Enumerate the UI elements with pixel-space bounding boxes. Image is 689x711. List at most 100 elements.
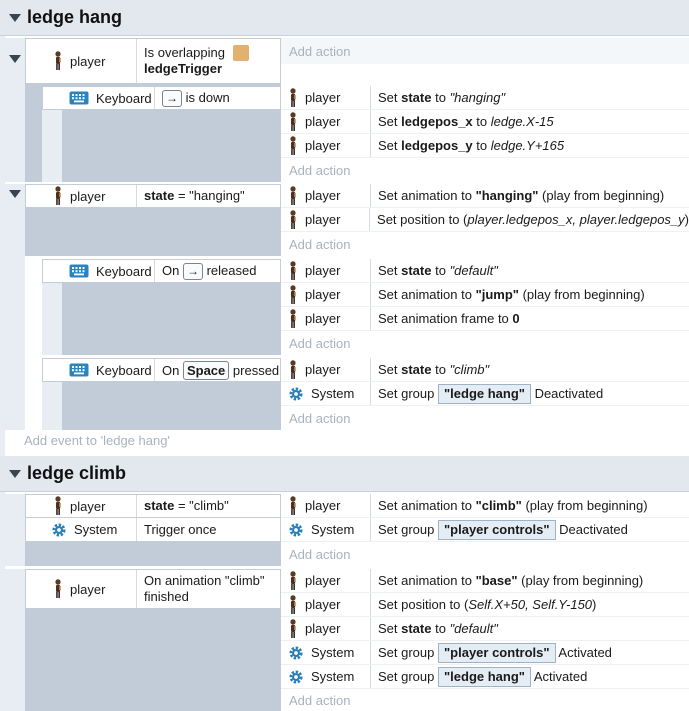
key-right-arrow: → — [162, 89, 182, 107]
keyboard-icon — [69, 363, 89, 377]
collapse-triangle-icon[interactable] — [9, 469, 21, 478]
event-gutter — [5, 569, 25, 711]
condition-row[interactable]: player state = "hanging" — [25, 184, 281, 208]
action-row[interactable]: player Set animation to "hanging" (play … — [281, 184, 689, 208]
action-object: System — [281, 382, 371, 405]
condition-text: On → released — [162, 262, 257, 280]
action-object: player — [281, 86, 371, 109]
condition-object: player — [26, 39, 137, 83]
add-action-link[interactable]: Add action — [289, 162, 351, 178]
condition-row[interactable]: player Is overlapping ledgeTrigger — [25, 38, 281, 84]
gear-icon — [288, 645, 304, 661]
action-row[interactable]: System Set group "ledge hang" Activated — [281, 665, 689, 689]
action-text: Set ledgepos_x to ledge.X-15 — [378, 114, 554, 129]
action-text: Set animation to "climb" (play from begi… — [378, 498, 648, 513]
action-row[interactable]: player Set ledgepos_y to ledge.Y+165 — [281, 134, 689, 158]
action-text: Set state to "default" — [378, 263, 498, 278]
condition-text: state = "climb" — [144, 498, 229, 513]
condition-row[interactable]: System Trigger once — [25, 518, 281, 542]
event-gutter — [5, 38, 25, 182]
player-icon — [288, 186, 298, 206]
player-icon — [288, 496, 298, 516]
condition-object: Keyboard — [43, 260, 155, 282]
action-text: Set state to "default" — [378, 621, 498, 636]
action-object: System — [281, 641, 371, 664]
action-text: Set position to (player.ledgepos_x, play… — [377, 212, 689, 227]
action-text: Set ledgepos_y to ledge.Y+165 — [378, 138, 565, 153]
condition-object: System — [26, 518, 137, 541]
group-header-ledge-hang[interactable]: ledge hang — [0, 0, 689, 36]
action-row[interactable]: player Set state to "default" — [281, 617, 689, 641]
action-text: Set group "player controls" Activated — [371, 642, 612, 663]
add-action-link[interactable]: Add action — [289, 410, 351, 426]
action-object: player — [281, 358, 371, 381]
action-object: player — [281, 494, 371, 517]
player-icon — [288, 136, 298, 156]
condition-row[interactable]: Keyboard → is down — [42, 86, 281, 110]
action-row[interactable]: System Set group "player controls" Deact… — [281, 518, 689, 542]
condition-row[interactable]: player state = "climb" — [25, 494, 281, 518]
player-icon — [288, 112, 298, 132]
action-row[interactable]: player Set state to "hanging" — [281, 86, 689, 110]
action-text: Set animation frame to 0 — [378, 311, 520, 326]
action-object: System — [281, 665, 371, 688]
action-text: Set animation to "hanging" (play from be… — [378, 188, 665, 203]
player-icon — [288, 261, 298, 281]
condition-object: Keyboard — [43, 359, 155, 381]
subevent-gutter — [42, 86, 62, 182]
condition-object: Keyboard — [43, 87, 155, 109]
condition-object: player — [26, 570, 137, 608]
player-icon — [288, 285, 298, 305]
group-header-ledge-climb[interactable]: ledge climb — [0, 456, 689, 492]
add-action-link[interactable]: Add action — [289, 335, 351, 351]
action-text: Set group "player controls" Deactivated — [371, 519, 628, 540]
gear-icon — [288, 386, 304, 402]
collapse-triangle-icon[interactable] — [9, 190, 21, 198]
action-text: Set group "ledge hang" Deactivated — [371, 383, 603, 404]
condition-text: Trigger once — [144, 521, 217, 537]
action-text: Set animation to "jump" (play from begin… — [378, 287, 645, 302]
action-row[interactable]: player Set animation frame to 0 — [281, 307, 689, 331]
add-event-link[interactable]: Add event to 'ledge hang' — [24, 433, 170, 448]
player-icon — [288, 619, 298, 639]
action-row[interactable]: player Set position to (Self.X+50, Self.… — [281, 593, 689, 617]
action-row[interactable]: player Set position to (player.ledgepos_… — [281, 208, 689, 232]
condition-row[interactable]: Keyboard On Space pressed — [42, 358, 281, 382]
group-name-pill: "player controls" — [438, 519, 556, 540]
action-object: player — [281, 307, 371, 330]
action-row[interactable]: player Set state to "default" — [281, 259, 689, 283]
player-icon — [53, 51, 63, 71]
group-gutter — [0, 492, 5, 711]
gear-icon — [51, 522, 67, 538]
action-row[interactable]: player Set animation to "base" (play fro… — [281, 569, 689, 593]
action-object: player — [281, 283, 371, 306]
action-row[interactable]: System Set group "player controls" Activ… — [281, 641, 689, 665]
action-row[interactable]: player Set animation to "jump" (play fro… — [281, 283, 689, 307]
action-row[interactable]: player Set ledgepos_x to ledge.X-15 — [281, 110, 689, 134]
add-action-link[interactable]: Add action — [281, 38, 689, 64]
subevent-gutter — [42, 259, 62, 355]
player-icon — [288, 360, 298, 380]
group-name-pill: "ledge hang" — [438, 666, 531, 687]
group-name-pill: "player controls" — [438, 642, 556, 663]
action-row[interactable]: player Set state to "climb" — [281, 358, 689, 382]
action-object: player — [281, 569, 371, 592]
collapse-triangle-icon[interactable] — [9, 55, 21, 63]
key-right-arrow: → — [182, 262, 203, 280]
condition-text: On Space pressed — [162, 360, 280, 380]
player-icon — [288, 309, 298, 329]
sprite-thumbnail-icon — [232, 45, 249, 62]
condition-row[interactable]: Keyboard On → released — [42, 259, 281, 283]
condition-row[interactable]: player On animation "climb" finished — [25, 569, 281, 609]
add-action-link[interactable]: Add action — [289, 236, 351, 252]
player-icon — [53, 496, 63, 516]
condition-text: state = "hanging" — [144, 188, 245, 203]
add-action-link[interactable]: Add action — [289, 546, 351, 562]
action-object: player — [281, 208, 371, 231]
gear-icon — [288, 669, 304, 685]
collapse-triangle-icon[interactable] — [9, 13, 21, 22]
add-action-link[interactable]: Add action — [289, 692, 351, 708]
action-row[interactable]: player Set animation to "climb" (play fr… — [281, 494, 689, 518]
action-text: Set state to "climb" — [378, 362, 490, 377]
action-row[interactable]: System Set group "ledge hang" Deactivate… — [281, 382, 689, 406]
